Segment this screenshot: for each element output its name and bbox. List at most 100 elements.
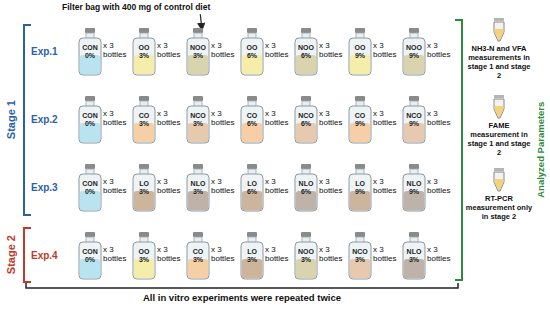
replicate-label: x 3 bottles [103,109,133,127]
replicate-label: x 3 bottles [373,109,403,127]
bottle-body [241,174,263,211]
bottle-cap [301,96,311,101]
replicate-label: x 3 bottles [427,109,457,127]
treatment-label: OO 9% [350,44,370,60]
replicate-label: x 3 bottles [427,245,457,263]
replicate-label: x 3 bottles [211,177,241,195]
treatment-label: NLO 3% [188,180,208,196]
parameter-bracket [455,20,462,280]
bottle-cap [193,96,203,101]
tube-liquid [495,29,504,40]
experiment-label: Exp.4 [31,250,75,262]
bottle: NCO 3%x 3 bottles [348,232,372,280]
stage-bracket [24,228,31,282]
bottle-body [187,38,209,75]
tube-body [494,99,504,118]
tube-body [494,172,504,191]
stage-bracket [24,25,31,215]
treatment-label: CON 0% [80,180,100,196]
bottle-cap [139,164,149,169]
footer-note: All in vitro experiments were repeated t… [26,292,458,303]
bottle-cap [409,96,419,101]
bottle: OO 3%x 3 bottles [132,232,156,280]
bottle: NOO 3%x 3 bottles [186,28,210,76]
bottle-body [295,38,317,75]
bottle-body [133,38,155,75]
bottle-cap [247,232,257,237]
parameter-label: NH3-N and VFA measurements in stage 1 an… [465,44,533,80]
bottle-body [79,174,101,211]
bottle-cap [193,28,203,33]
bottom-bracket [26,283,458,288]
tube-icon [494,18,504,41]
bottle-body [403,106,425,143]
bottle-body [79,106,101,143]
bottle-body [295,106,317,143]
tube-liquid [495,106,504,117]
treatment-label: NOO 3% [296,248,316,264]
bottle: CO 3%x 3 bottles [186,232,210,280]
bottle: NCO 9%x 3 bottles [402,96,426,144]
bottle-cap [355,164,365,169]
treatment-label: CO 3% [134,112,154,128]
treatment-label: NCO 3% [350,248,370,264]
bottle-cap [139,232,149,237]
bottle-body [403,38,425,75]
bottle-cap [193,164,203,169]
replicate-label: x 3 bottles [103,41,133,59]
bottle-body [241,242,263,279]
bottle: LO 3%x 3 bottles [132,164,156,212]
treatment-label: NOO 9% [404,44,424,60]
bottle-cap [247,164,257,169]
replicate-label: x 3 bottles [157,41,187,59]
treatment-label: LO 6% [242,180,262,196]
bottle-cap [247,28,257,33]
treatment-label: NLO 9% [404,180,424,196]
bottle-cap [193,232,203,237]
replicate-label: x 3 bottles [265,177,295,195]
replicate-label: x 3 bottles [157,109,187,127]
tube-cap [494,18,504,21]
bottle: OO 9%x 3 bottles [348,28,372,76]
replicate-label: x 3 bottles [265,109,295,127]
replicate-label: x 3 bottles [211,245,241,263]
replicate-label: x 3 bottles [103,177,133,195]
bottle-body [349,242,371,279]
replicate-label: x 3 bottles [319,109,349,127]
replicate-label: x 3 bottles [157,245,187,263]
bottle-body [295,174,317,211]
bottle-cap [355,96,365,101]
bottle-body [187,106,209,143]
experiment-label: Exp.2 [31,114,75,126]
bottle-cap [85,232,95,237]
bottle: CON 0%x 3 bottles [78,28,102,76]
annotation: Filter bag with 400 mg of control diet [62,2,210,12]
bottle-body [403,174,425,211]
replicate-label: x 3 bottles [319,245,349,263]
replicate-label: x 3 bottles [265,41,295,59]
bottle: NLO 9%x 3 bottles [402,164,426,212]
parameter-label: RT-PCR measurement only in stage 2 [465,194,533,221]
replicate-label: x 3 bottles [373,41,403,59]
section-label: Analyzed Parameters [535,85,546,215]
treatment-label: CO 3% [188,248,208,264]
bottle-body [187,174,209,211]
bottle: OO 6%x 3 bottles [240,28,264,76]
bottle-cap [409,232,419,237]
bottle-cap [85,164,95,169]
parameter-label: FAME measurement in stage 1 and stage 2 [465,121,533,157]
treatment-label: NCO 3% [188,112,208,128]
bottle-cap [409,28,419,33]
tube-liquid [495,179,504,190]
bottle-body [241,38,263,75]
treatment-label: LO 3% [242,248,262,264]
bottle: LO 9%x 3 bottles [348,164,372,212]
bottle: NCO 6%x 3 bottles [294,96,318,144]
treatment-label: LO 9% [350,180,370,196]
tube-icon [494,168,504,191]
treatment-label: CON 0% [80,248,100,264]
experiment-label: Exp.3 [31,182,75,194]
tube-icon [494,95,504,118]
bottle-body [349,174,371,211]
